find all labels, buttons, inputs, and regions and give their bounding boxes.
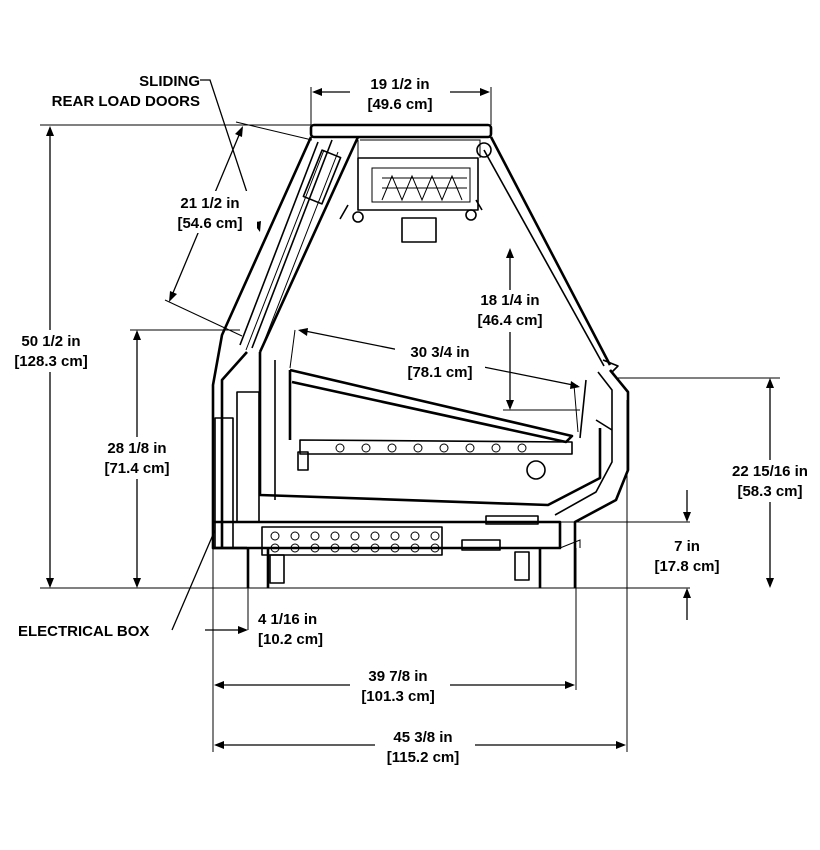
shelf-depth-imperial: 30 3/4 in [410,344,469,361]
leg-foot-rear [269,554,285,584]
front-height-metric: [58.3 cm] [737,483,802,500]
labels: 19 1/2 in [49.6 cm] SLIDING REAR LOAD DO… [5,72,818,768]
shelf-depth-metric: [78.1 cm] [407,364,472,381]
rear-height-metric: [71.4 cm] [104,460,169,477]
interior-height-imperial: 18 1/4 in [480,292,539,309]
display-case-outline [211,123,630,588]
front-glass [489,136,612,366]
rear-inner-frame [258,136,360,353]
electrical-box-label: ELECTRICAL BOX [18,623,149,640]
overall-height-imperial: 50 1/2 in [21,333,80,350]
electrical-offset-imperial: 4 1/16 in [258,611,317,628]
canopy-fan [401,217,437,243]
door-length-imperial: 21 1/2 in [180,195,239,212]
leader-electrical-box [171,529,216,631]
top-width-imperial: 19 1/2 in [370,76,429,93]
door-length-metric: [54.6 cm] [177,215,242,232]
shelf-rail [299,439,573,455]
base-height-imperial: 7 in [674,538,700,555]
leg-foot-front [514,551,530,581]
overall-depth-imperial: 45 3/8 in [393,729,452,746]
front-wall [573,369,630,548]
door-handle [302,149,342,205]
overall-height-metric: [128.3 cm] [14,353,87,370]
front-glass-hinge [476,142,492,158]
leader-sliding-doors [200,79,259,227]
base-depth-imperial: 39 7/8 in [368,668,427,685]
base-depth-metric: [101.3 cm] [361,688,434,705]
refrigeration-coil [261,526,443,556]
front-height-imperial: 22 15/16 in [732,463,808,480]
top-width-metric: [49.6 cm] [367,96,432,113]
sliding-doors-label-1: SLIDING [139,73,200,90]
rail-holes [335,443,527,453]
rear-height-imperial: 28 1/8 in [107,440,166,457]
canopy-light-unit [357,157,479,211]
interior-height-metric: [46.4 cm] [477,312,542,329]
drain-fitting [526,460,546,480]
overall-depth-metric: [115.2 cm] [387,749,460,766]
canopy-top [309,123,493,139]
canopy-roller-left [352,211,364,223]
base-deck [213,520,562,550]
legs [246,548,577,588]
electrical-offset-metric: [10.2 cm] [258,631,323,648]
sliding-doors-label-2: REAR LOAD DOORS [52,93,200,110]
canopy-coil-pattern [371,167,471,203]
coil-tubes [270,531,440,553]
electrical-box [214,417,234,549]
canopy-roller-right [465,209,477,221]
extension-lines [40,87,780,752]
display-shelf [288,368,574,444]
sliding-door-outer [239,141,319,346]
base-height-metric: [17.8 cm] [654,558,719,575]
interior-tub [258,352,602,507]
rear-interior-wall [220,351,248,548]
